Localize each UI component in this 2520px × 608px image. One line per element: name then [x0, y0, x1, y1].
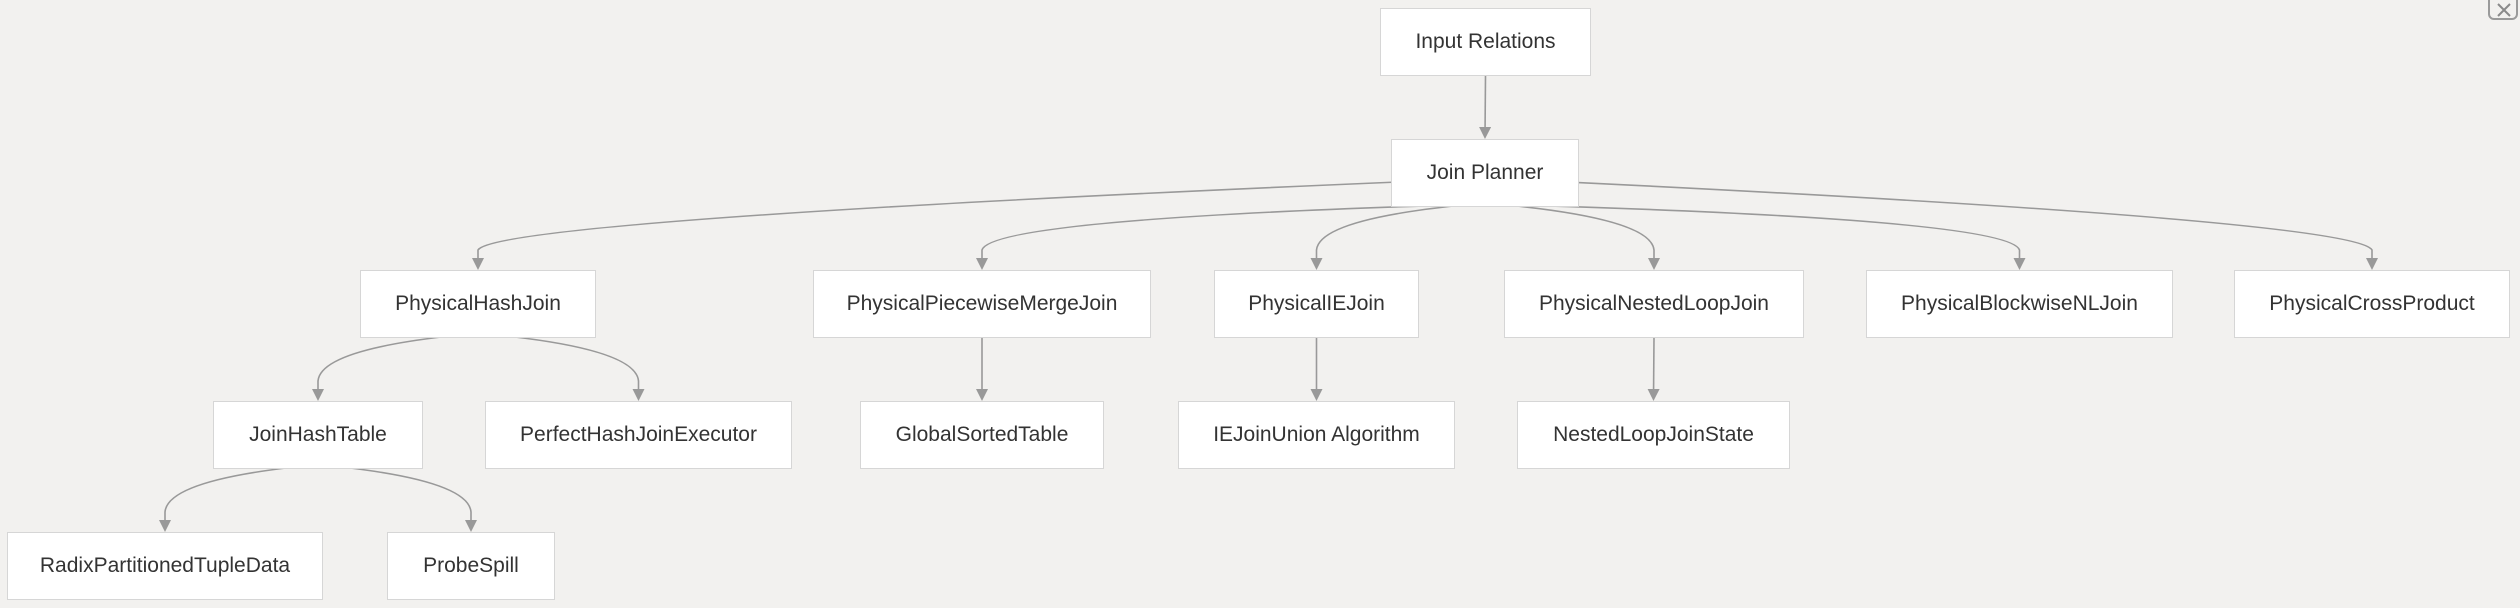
- node-join-hash-table[interactable]: JoinHashTable: [213, 401, 423, 469]
- node-probe-spill[interactable]: ProbeSpill: [387, 532, 555, 600]
- node-label: PhysicalCrossProduct: [2269, 292, 2475, 315]
- node-global-sorted-table[interactable]: GlobalSortedTable: [860, 401, 1104, 469]
- node-physical-cross-product[interactable]: PhysicalCrossProduct: [2234, 270, 2510, 338]
- node-label: Join Planner: [1426, 161, 1544, 184]
- node-label: PhysicalNestedLoopJoin: [1539, 292, 1769, 315]
- edge-physical-hash-join-to-perfect-hash-join-executor: [511, 335, 645, 401]
- edge-planner-to-physical-nested-loop-join: [1512, 204, 1660, 270]
- node-label: PhysicalHashJoin: [395, 292, 561, 315]
- node-nested-loop-join-state[interactable]: NestedLoopJoinState: [1517, 401, 1790, 469]
- node-physical-hash-join[interactable]: PhysicalHashJoin: [360, 270, 596, 338]
- edge-input-to-planner: [1479, 75, 1492, 139]
- close-icon: [2497, 3, 2511, 17]
- node-label: GlobalSortedTable: [895, 423, 1069, 446]
- node-label: Input Relations: [1415, 30, 1556, 53]
- edge-planner-to-physical-iejoin: [1310, 204, 1458, 270]
- edge-join-hash-table-to-radix-partitioned-tuple-data: [159, 466, 290, 532]
- node-physical-nested-loop-join[interactable]: PhysicalNestedLoopJoin: [1504, 270, 1804, 338]
- node-perfect-hash-join-executor[interactable]: PerfectHashJoinExecutor: [485, 401, 792, 469]
- node-join-planner[interactable]: Join Planner: [1391, 139, 1579, 207]
- edge-planner-to-physical-blockwise-nl-join: [1538, 204, 2026, 270]
- node-label: PhysicalIEJoin: [1248, 292, 1385, 315]
- node-label: PhysicalBlockwiseNLJoin: [1901, 292, 2138, 315]
- edge-planner-to-physical-cross-product: [1549, 180, 2378, 270]
- node-iejoin-union-algorithm[interactable]: IEJoinUnion Algorithm: [1178, 401, 1455, 469]
- node-label: NestedLoopJoinState: [1553, 423, 1754, 446]
- edge-planner-to-physical-piecewise-merge-join: [976, 204, 1433, 270]
- node-physical-piecewise-merge-join[interactable]: PhysicalPiecewiseMergeJoin: [813, 270, 1151, 338]
- node-physical-iejoin[interactable]: PhysicalIEJoin: [1214, 270, 1419, 338]
- node-label: RadixPartitionedTupleData: [39, 554, 291, 577]
- edge-physical-nested-loop-join-to-nested-loop-join-state: [1647, 337, 1660, 401]
- close-button[interactable]: [2488, 0, 2518, 20]
- node-physical-blockwise-nl-join[interactable]: PhysicalBlockwiseNLJoin: [1866, 270, 2173, 338]
- edge-physical-hash-join-to-join-hash-table: [312, 335, 445, 401]
- edge-join-hash-table-to-probe-spill: [346, 466, 477, 532]
- node-label: PerfectHashJoinExecutor: [520, 423, 757, 446]
- node-label: JoinHashTable: [249, 423, 387, 446]
- node-radix-partitioned-tuple-data[interactable]: RadixPartitionedTupleData: [7, 532, 323, 600]
- node-label: IEJoinUnion Algorithm: [1213, 423, 1420, 446]
- node-label: ProbeSpill: [423, 554, 519, 577]
- node-input-relations[interactable]: Input Relations: [1380, 8, 1591, 76]
- node-label: PhysicalPiecewiseMergeJoin: [846, 292, 1118, 315]
- edge-planner-to-physical-hash-join: [472, 180, 1418, 270]
